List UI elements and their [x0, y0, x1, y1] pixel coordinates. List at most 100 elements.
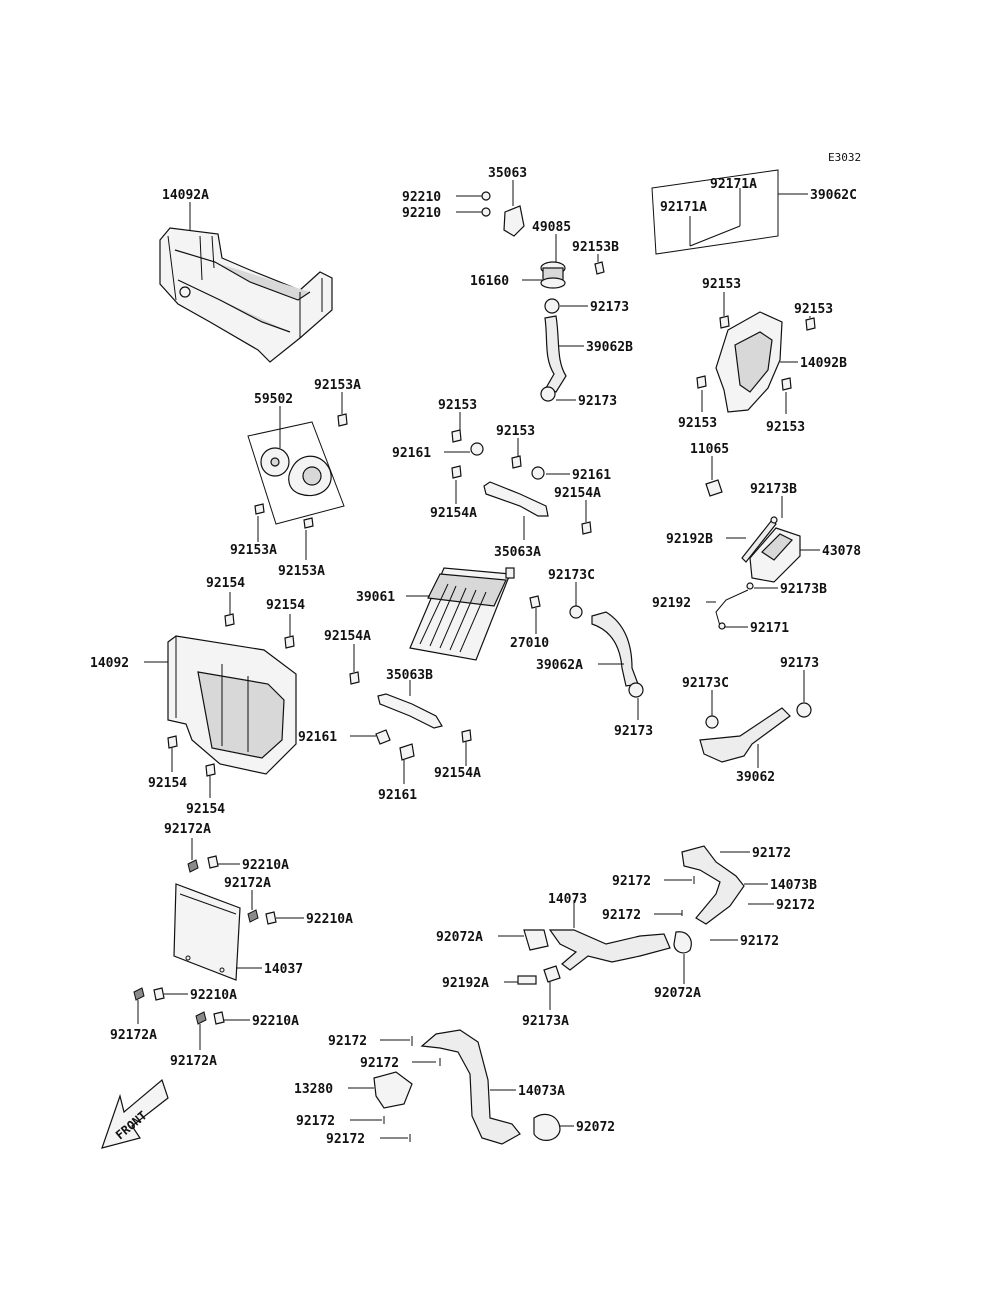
label-92172-b[interactable]: 92172 — [612, 874, 651, 889]
label-92154a-c[interactable]: 92154A — [324, 629, 371, 644]
duct-14073a-drawing — [420, 1029, 521, 1145]
label-43078[interactable]: 43078 — [822, 544, 861, 559]
label-14073a[interactable]: 14073A — [518, 1084, 565, 1099]
label-92173b-b[interactable]: 92173B — [780, 582, 827, 597]
clamp-92173-lower-drawing — [628, 682, 644, 698]
label-49085[interactable]: 49085 — [532, 220, 571, 235]
label-92171[interactable]: 92171 — [750, 621, 789, 636]
label-92192[interactable]: 92192 — [652, 596, 691, 611]
hose-92192b-drawing — [741, 519, 777, 563]
label-39061[interactable]: 39061 — [356, 590, 395, 605]
label-11065[interactable]: 11065 — [690, 442, 729, 457]
label-14092[interactable]: 14092 — [90, 656, 129, 671]
label-92173-b[interactable]: 92173 — [578, 394, 617, 409]
cap-16160-drawing — [540, 261, 566, 289]
label-39062b[interactable]: 39062B — [586, 340, 633, 355]
label-92153-b[interactable]: 92153 — [794, 302, 833, 317]
label-92153-f[interactable]: 92153 — [496, 424, 535, 439]
label-92172-h[interactable]: 92172 — [296, 1114, 335, 1129]
hose-39062b-drawing — [544, 315, 567, 393]
label-92172a-b[interactable]: 92172A — [224, 876, 271, 891]
label-35063b[interactable]: 35063B — [386, 668, 433, 683]
label-92172a-d[interactable]: 92172A — [170, 1054, 217, 1069]
label-92161-d[interactable]: 92161 — [378, 788, 417, 803]
label-92172a-a[interactable]: 92172A — [164, 822, 211, 837]
label-16160[interactable]: 16160 — [470, 274, 509, 289]
label-92173-d[interactable]: 92173 — [780, 656, 819, 671]
label-92173a[interactable]: 92173A — [522, 1014, 569, 1029]
label-14092b[interactable]: 14092B — [800, 356, 847, 371]
label-92171a-a[interactable]: 92171A — [710, 177, 757, 192]
label-92072a-b[interactable]: 92072A — [654, 986, 701, 1001]
label-92172-c[interactable]: 92172 — [602, 908, 641, 923]
bracket-35063b-drawing — [377, 693, 443, 729]
label-92154a-b[interactable]: 92154A — [554, 486, 601, 501]
label-92172-a[interactable]: 92172 — [752, 846, 791, 861]
label-92210-a[interactable]: 92210 — [402, 190, 441, 205]
clamp-92173b-top-drawing — [770, 516, 778, 524]
bolt-92154-b-drawing — [284, 635, 295, 649]
label-92072[interactable]: 92072 — [576, 1120, 615, 1135]
label-92154-a[interactable]: 92154 — [206, 576, 245, 591]
label-92154-c[interactable]: 92154 — [148, 776, 187, 791]
label-92153-d[interactable]: 92153 — [766, 420, 805, 435]
label-92153b[interactable]: 92153B — [572, 240, 619, 255]
label-39062c[interactable]: 39062C — [810, 188, 857, 203]
label-92154a-d[interactable]: 92154A — [434, 766, 481, 781]
label-92210a-d[interactable]: 92210A — [252, 1014, 299, 1029]
bolt-92154a-small-drawing — [349, 671, 360, 685]
nut-92161-mid-b-drawing — [531, 466, 545, 480]
label-92173b-a[interactable]: 92173B — [750, 482, 797, 497]
label-92161-c[interactable]: 92161 — [298, 730, 337, 745]
part-labels: 35063 92210 92210 49085 92153B 16160 921… — [90, 166, 861, 1147]
label-27010[interactable]: 27010 — [510, 636, 549, 651]
hose-39062-drawing — [699, 707, 791, 763]
label-92171a-b[interactable]: 92171A — [660, 200, 707, 215]
label-14037[interactable]: 14037 — [264, 962, 303, 977]
label-92210a-b[interactable]: 92210A — [306, 912, 353, 927]
label-59502[interactable]: 59502 — [254, 392, 293, 407]
bracket-13280-drawing — [373, 1071, 413, 1109]
label-92192b[interactable]: 92192B — [666, 532, 713, 547]
label-14092a[interactable]: 14092A — [162, 188, 209, 203]
label-92172-e[interactable]: 92172 — [740, 934, 779, 949]
label-92172-f[interactable]: 92172 — [328, 1034, 367, 1049]
label-92072a-a[interactable]: 92072A — [436, 930, 483, 945]
kit-box-39062c — [651, 169, 779, 255]
label-92153-a[interactable]: 92153 — [702, 277, 741, 292]
label-39062[interactable]: 39062 — [736, 770, 775, 785]
clamp-92173c-right-drawing — [705, 715, 719, 729]
label-39062a[interactable]: 39062A — [536, 658, 583, 673]
label-35063a[interactable]: 35063A — [494, 545, 541, 560]
label-92153-e[interactable]: 92153 — [438, 398, 477, 413]
label-92210a-a[interactable]: 92210A — [242, 858, 289, 873]
nut-92210a-c-drawing — [153, 987, 165, 1001]
label-92154-b[interactable]: 92154 — [266, 598, 305, 613]
label-92161-a[interactable]: 92161 — [392, 446, 431, 461]
label-92192a[interactable]: 92192A — [442, 976, 489, 991]
label-92173-c[interactable]: 92173 — [614, 724, 653, 739]
label-92210a-c[interactable]: 92210A — [190, 988, 237, 1003]
label-92172a-c[interactable]: 92172A — [110, 1028, 157, 1043]
label-92161-b[interactable]: 92161 — [572, 468, 611, 483]
label-92154a-a[interactable]: 92154A — [430, 506, 477, 521]
label-92210-b[interactable]: 92210 — [402, 206, 441, 221]
label-92153a-b[interactable]: 92153A — [230, 543, 277, 558]
nut-92210-b-drawing — [481, 207, 491, 217]
label-92173-a[interactable]: 92173 — [590, 300, 629, 315]
front-arrow: FRONT — [101, 1078, 169, 1149]
bolt-92153a-top-drawing — [337, 413, 348, 427]
label-92153-c[interactable]: 92153 — [678, 416, 717, 431]
label-13280[interactable]: 13280 — [294, 1082, 333, 1097]
label-92153a-a[interactable]: 92153A — [314, 378, 361, 393]
label-14073b[interactable]: 14073B — [770, 878, 817, 893]
label-92154-d[interactable]: 92154 — [186, 802, 225, 817]
label-92173c-a[interactable]: 92173C — [548, 568, 595, 583]
label-92172-g[interactable]: 92172 — [360, 1056, 399, 1071]
label-92172-d[interactable]: 92172 — [776, 898, 815, 913]
label-14073[interactable]: 14073 — [548, 892, 587, 907]
label-35063[interactable]: 35063 — [488, 166, 527, 181]
label-92172-i[interactable]: 92172 — [326, 1132, 365, 1147]
label-92153a-c[interactable]: 92153A — [278, 564, 325, 579]
label-92173c-b[interactable]: 92173C — [682, 676, 729, 691]
